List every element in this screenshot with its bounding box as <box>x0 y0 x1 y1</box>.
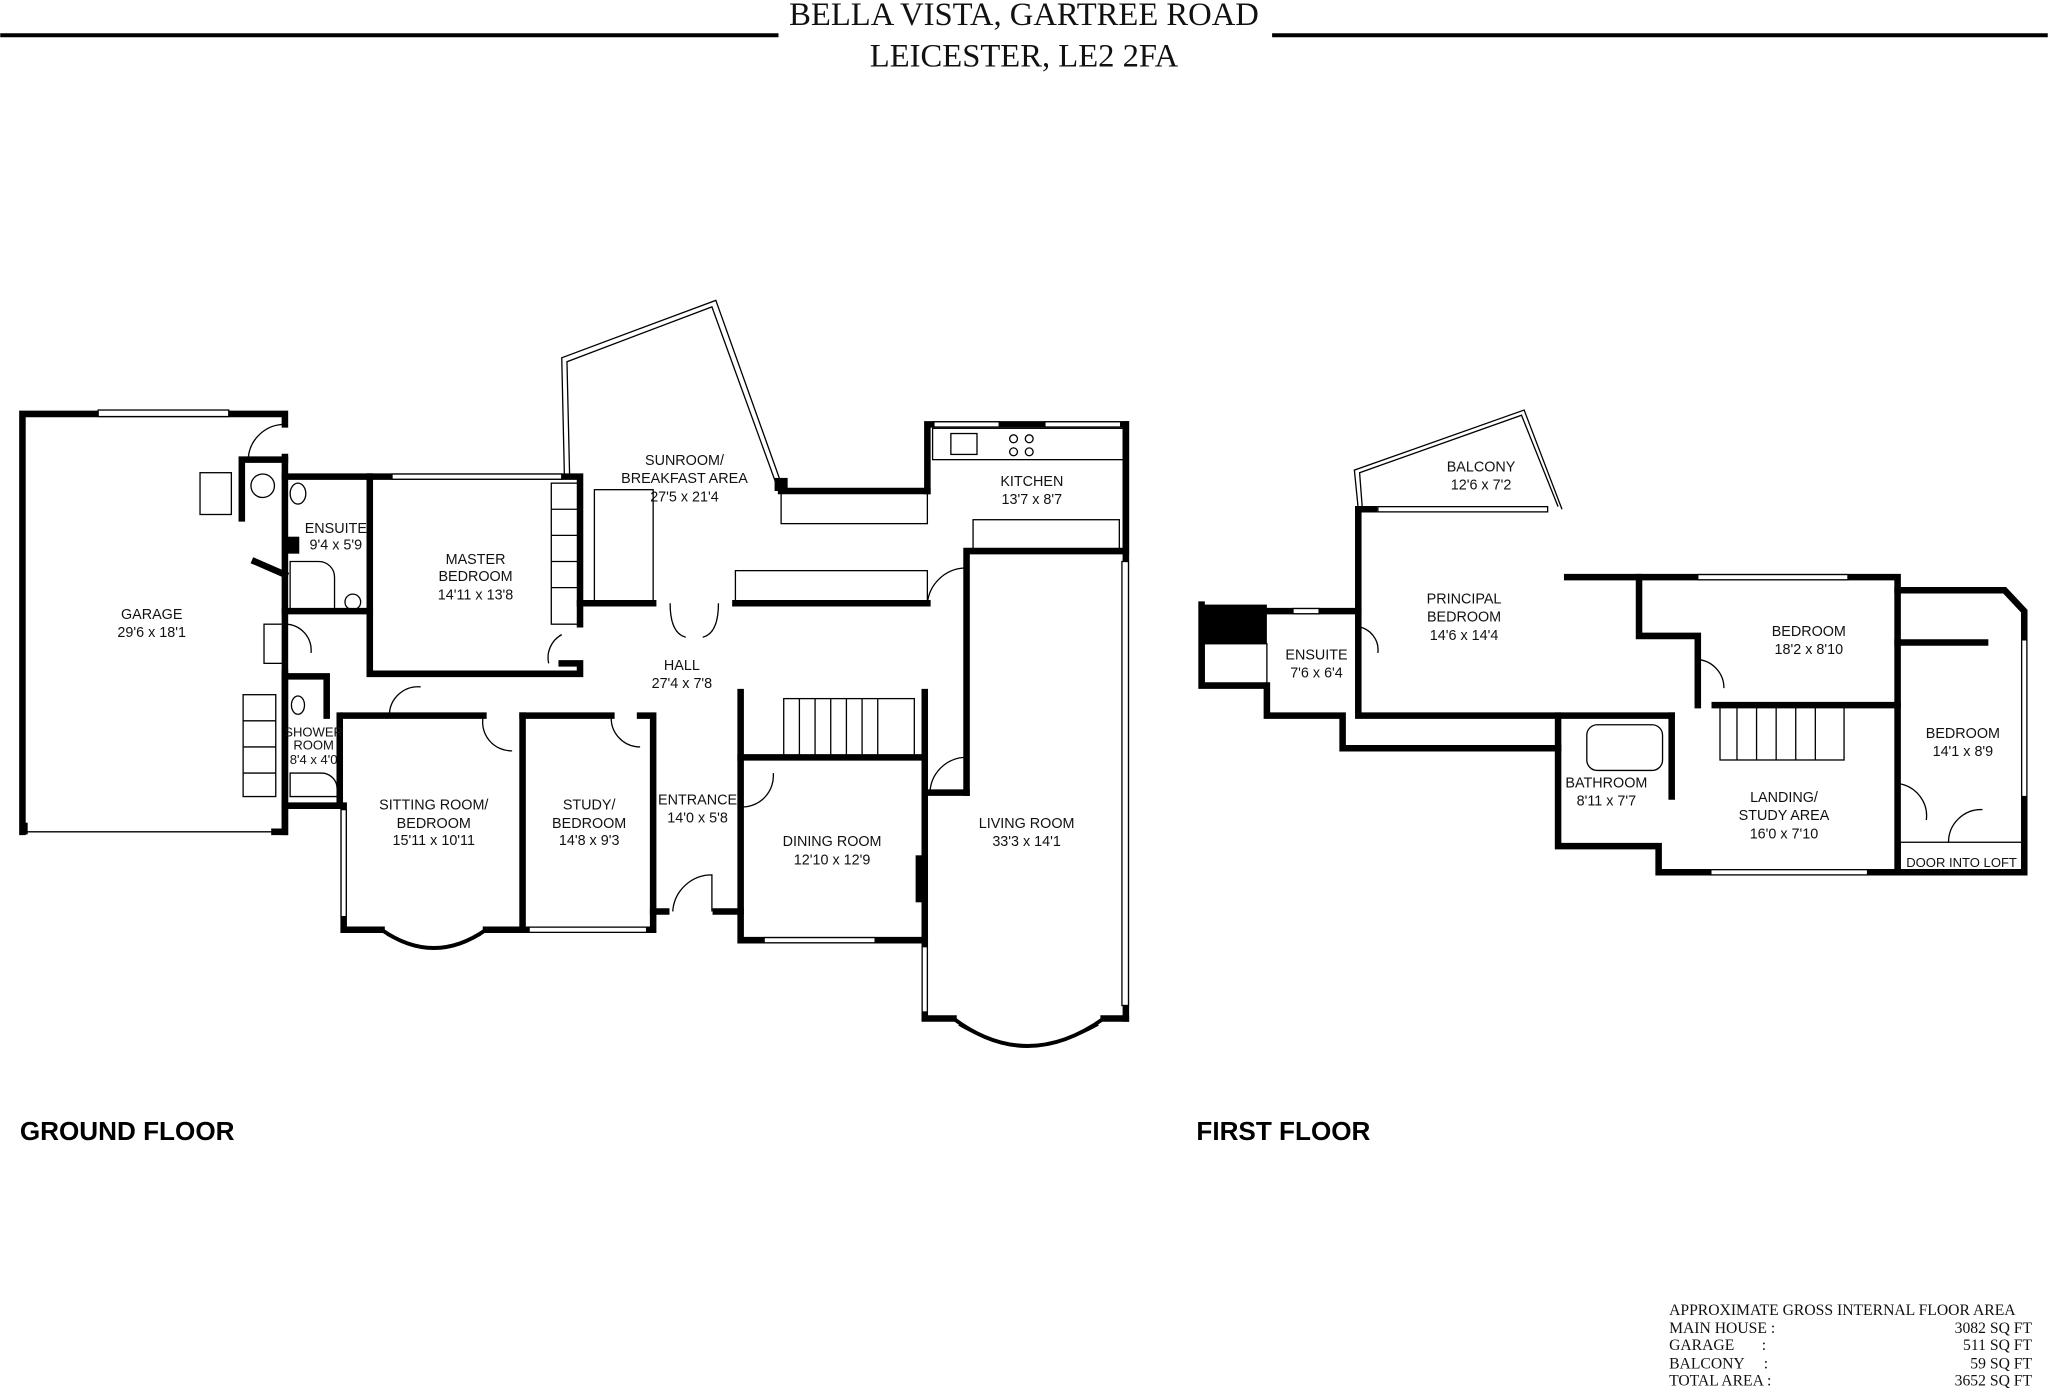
room-bathroom: BATHROOM 8'11 x 7'7 <box>1565 775 1647 809</box>
room-dims: 18'2 x 8'10 <box>1775 642 1844 658</box>
room-dims: 14'0 x 5'8 <box>667 811 728 827</box>
area-table: APPROXIMATE GROSS INTERNAL FLOOR AREA MA… <box>1669 1302 2032 1390</box>
room-dims: 14'11 x 13'8 <box>438 587 513 603</box>
room-dims: 14'8 x 9'3 <box>559 833 620 849</box>
ground-floor-title: GROUND FLOOR <box>20 1116 235 1146</box>
room-balcony: BALCONY 12'6 x 7'2 <box>1447 459 1516 493</box>
room-loft-door: DOOR INTO LOFT <box>1906 855 2017 870</box>
first-floor-walls <box>1198 409 2028 876</box>
area-value: 3652 SQ FT <box>1955 1372 2033 1389</box>
room-name: PRINCIPAL <box>1427 591 1502 607</box>
room-name: HALL <box>664 658 700 674</box>
area-value: 511 SQ FT <box>1963 1337 2032 1354</box>
room-bedroom-1: BEDROOM 18'2 x 8'10 <box>1772 624 1846 658</box>
area-label: MAIN HOUSE : <box>1669 1320 1775 1337</box>
room-dims: 9'4 x 5'9 <box>310 538 363 554</box>
room-dims: 12'10 x 12'9 <box>794 852 871 868</box>
area-label: TOTAL AREA : <box>1669 1372 1771 1389</box>
room-living-room: LIVING ROOM 33'3 x 14'1 <box>979 816 1075 850</box>
room-name: BATHROOM <box>1565 775 1647 791</box>
room-name: STUDY AREA <box>1739 808 1830 824</box>
room-kitchen: KITCHEN 13'7 x 8'7 <box>1000 474 1063 508</box>
area-label: GARAGE : <box>1669 1337 1766 1354</box>
room-dims: 27'5 x 21'4 <box>650 489 719 505</box>
room-name: MASTER <box>446 552 506 568</box>
room-bedroom-2: BEDROOM 14'1 x 8'9 <box>1926 726 2000 760</box>
room-hall: HALL 27'4 x 7'8 <box>652 658 713 692</box>
room-name: SUNROOM/ <box>645 453 724 469</box>
room-name: BEDROOM <box>1427 610 1501 626</box>
room-sunroom: SUNROOM/BREAKFAST AREA 27'5 x 21'4 <box>621 453 748 506</box>
room-name: BEDROOM <box>438 569 512 585</box>
first-floor-labels: BALCONY 12'6 x 7'2 PRINCIPAL BEDROOM 14'6 x… <box>1285 459 2017 870</box>
header-line-1: BELLA VISTA, GARTREE ROAD <box>789 0 1259 33</box>
ground-floor-walls <box>19 299 1130 1048</box>
room-dims: 8'11 x 7'7 <box>1577 794 1637 810</box>
room-principal-bedroom: PRINCIPAL BEDROOM 14'6 x 14'4 <box>1427 591 1502 644</box>
room-name: BALCONY <box>1447 459 1516 475</box>
room-dims: 16'0 x 7'10 <box>1750 826 1819 842</box>
header: BELLA VISTA, GARTREE ROAD LEICESTER, LE2… <box>0 0 2048 75</box>
room-name: GARAGE <box>121 607 182 623</box>
room-name: LIVING ROOM <box>979 816 1075 832</box>
room-dims: 8'4 x 4'0 <box>290 752 338 767</box>
room-dining-room: DINING ROOM 12'10 x 12'9 <box>783 834 882 868</box>
room-dims: 14'6 x 14'4 <box>1430 628 1499 644</box>
room-name: BEDROOM <box>1772 624 1846 640</box>
header-line-2: LEICESTER, LE2 2FA <box>870 39 1179 75</box>
room-name: ROOM <box>293 738 334 753</box>
room-dims: 29'6 x 18'1 <box>117 625 186 641</box>
room-landing: LANDING/STUDY AREA 16'0 x 7'10 <box>1739 790 1830 843</box>
room-dims: 14'1 x 8'9 <box>1933 744 1994 760</box>
room-dims: 33'3 x 14'1 <box>992 834 1061 850</box>
room-name: DOOR INTO LOFT <box>1906 855 2017 870</box>
room-name: STUDY/ <box>563 798 616 814</box>
area-heading: APPROXIMATE GROSS INTERNAL FLOOR AREA <box>1669 1302 2016 1319</box>
room-garage: GARAGE 29'6 x 18'1 <box>117 607 186 641</box>
room-dims: 12'6 x 7'2 <box>1451 478 1512 494</box>
room-name: SITTING ROOM/ <box>379 798 488 814</box>
room-name: DINING ROOM <box>783 834 882 850</box>
first-floor-title: FIRST FLOOR <box>1196 1116 1370 1146</box>
room-name: LANDING/ <box>1750 790 1818 806</box>
room-entrance: ENTRANCE 14'0 x 5'8 <box>658 792 737 826</box>
room-ensuite-first: ENSUITE 7'6 x 6'4 <box>1285 647 1347 681</box>
room-name: ENSUITE <box>1285 647 1347 663</box>
room-name: BEDROOM <box>552 816 626 832</box>
room-name: BREAKFAST AREA <box>621 471 748 487</box>
room-name: ENTRANCE <box>658 792 737 808</box>
area-value: 59 SQ FT <box>1970 1355 2032 1372</box>
room-name: KITCHEN <box>1000 474 1063 490</box>
area-label: BALCONY : <box>1669 1355 1768 1372</box>
room-name: SHOWER <box>284 724 343 739</box>
area-value: 3082 SQ FT <box>1955 1320 2033 1337</box>
room-dims: 13'7 x 8'7 <box>1002 492 1063 508</box>
room-name: BEDROOM <box>1926 726 2000 742</box>
room-name: ENSUITE <box>305 521 367 537</box>
room-dims: 27'4 x 7'8 <box>652 676 713 692</box>
room-name: BEDROOM <box>397 816 471 832</box>
room-dims: 7'6 x 6'4 <box>1290 666 1343 682</box>
room-dims: 15'11 x 10'11 <box>393 833 475 849</box>
